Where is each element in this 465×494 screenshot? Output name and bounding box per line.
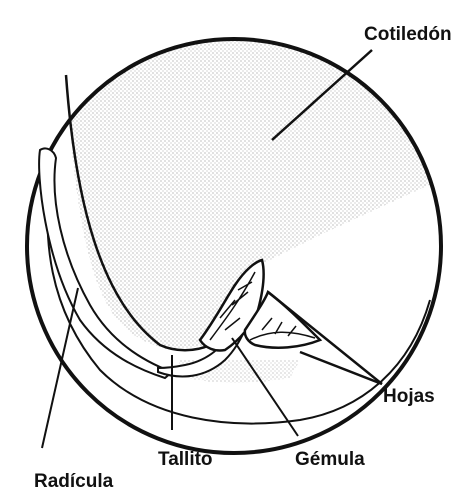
label-tallito: Tallito [158,449,213,470]
leader-hojas-2 [300,352,382,384]
label-cotiledon: Cotiledón [364,24,452,45]
label-hojas: Hojas [383,386,435,407]
leader-gemula [232,338,298,436]
label-radicula: Radícula [34,471,114,492]
leader-radicula [42,288,78,448]
label-gemula: Gémula [295,449,365,470]
